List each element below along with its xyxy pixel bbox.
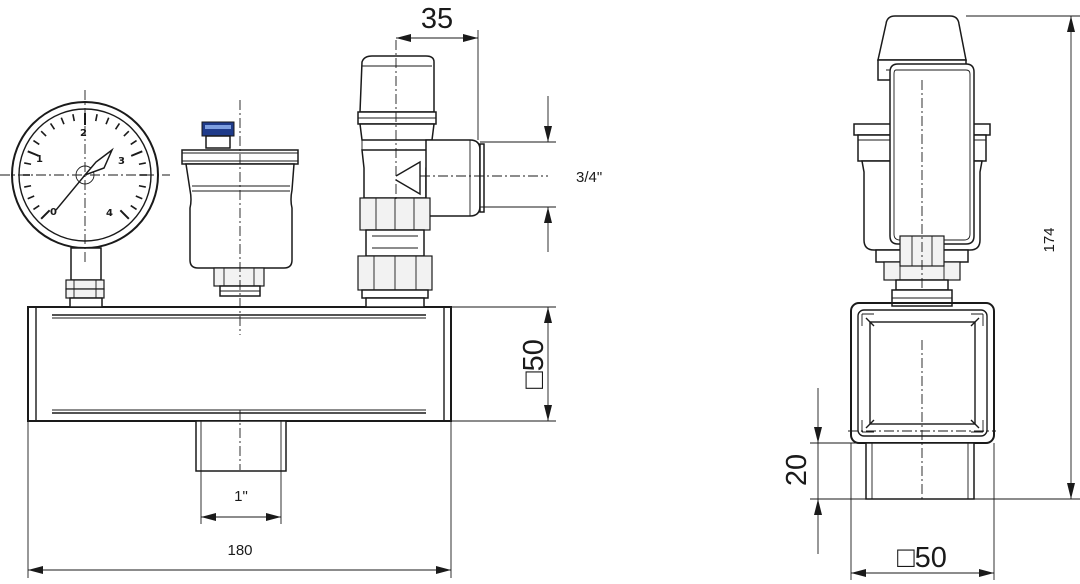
gauge-tick — [130, 204, 137, 211]
side-view: 174 20 □50 — [781, 15, 1080, 580]
dim-label-174: 174 — [1041, 227, 1058, 252]
gauge-tick — [33, 204, 40, 211]
dim-180: 180 — [27, 421, 452, 578]
dim-label-20: 20 — [781, 454, 813, 486]
manifold-body — [27, 306, 452, 422]
gauge-needle — [82, 147, 114, 177]
dim-square-50-side: □50 — [850, 443, 995, 580]
dim-label-180: 180 — [227, 542, 252, 559]
gauge-tick — [27, 150, 40, 157]
dim-3-4: 3/4" — [480, 96, 602, 252]
gauge-tick — [72, 114, 76, 122]
front-view: 0 1 2 3 4 — [0, 3, 602, 578]
side-outlet — [865, 442, 975, 500]
gauge-tick — [40, 209, 51, 220]
dim-1-inch: 1" — [200, 471, 282, 524]
dim-square-50-front: □50 — [451, 306, 556, 422]
gauge-tick — [60, 117, 65, 125]
gauge-tick — [119, 209, 130, 220]
gauge-tick — [27, 195, 35, 200]
gauge-label-2: 2 — [80, 128, 87, 139]
gauge-ticks — [23, 113, 147, 220]
gauge-tick — [49, 123, 56, 130]
safety-valve — [357, 55, 485, 308]
dim-label-1-inch: 1" — [234, 488, 248, 505]
side-manifold-square — [850, 302, 995, 444]
gauge-tick — [24, 184, 32, 188]
gauge-tick — [135, 195, 143, 200]
centerlines-side — [848, 80, 996, 500]
gauge-tick — [123, 130, 130, 137]
gauge-label-1: 1 — [36, 154, 43, 165]
dim-label-square-50-front: □50 — [518, 339, 550, 389]
centerlines-front — [0, 40, 548, 470]
dim-20: 20 — [781, 388, 866, 554]
gauge-label-0: 0 — [50, 207, 57, 218]
gauge-tick — [114, 123, 121, 130]
dim-35: 35 — [396, 3, 479, 140]
gauge-label-4: 4 — [106, 208, 113, 219]
gauge-tick — [138, 184, 146, 188]
gauge-tick — [105, 117, 110, 125]
gauge-tick — [130, 150, 143, 157]
gauge-tick — [138, 162, 146, 166]
gauge-tick — [130, 139, 137, 146]
gauge-tick — [94, 114, 98, 122]
dim-label-square-50-side: □50 — [897, 542, 947, 574]
gauge-tick — [40, 130, 47, 137]
dim-label-35: 35 — [421, 3, 453, 35]
outlet-pipe — [195, 420, 287, 472]
dim-label-3-4: 3/4" — [576, 169, 602, 186]
gauge-tick — [33, 139, 40, 146]
gauge-label-3: 3 — [118, 156, 125, 167]
gauge-tick — [24, 162, 32, 166]
dim-174: 174 — [966, 15, 1080, 500]
